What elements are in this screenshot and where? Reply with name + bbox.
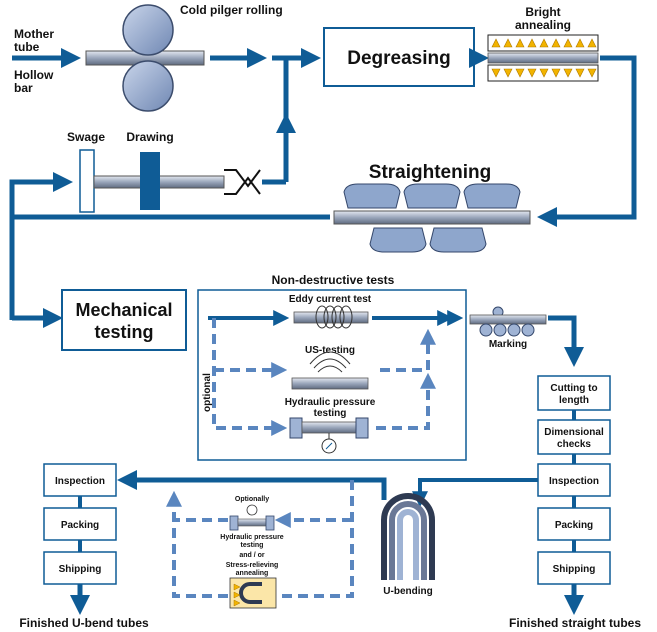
cold-pilger-label: Cold pilger rolling xyxy=(180,3,283,17)
mechanical-label-1: Mechanical xyxy=(75,300,172,320)
optionally-label: Optionally xyxy=(235,496,269,503)
shipping-right-box xyxy=(537,551,611,585)
hydraulic-label-1: Hydraulic pressure xyxy=(285,397,376,408)
stress-relieving-furnace-icon xyxy=(229,577,277,609)
us-testing-icon xyxy=(291,351,369,390)
eddy-current-coil-icon xyxy=(293,305,369,329)
dimensional-label-1: Dimensional xyxy=(544,427,604,438)
packing-right-box xyxy=(537,507,611,541)
hydraulic-label-2: testing xyxy=(314,408,347,419)
marking-label: Marking xyxy=(489,339,527,350)
drawing-label: Drawing xyxy=(126,130,173,144)
straightening-label: Straightening xyxy=(369,162,491,183)
cutting-label-1: Cutting to xyxy=(550,383,597,394)
bright-annealing-label-1: Bright xyxy=(525,5,560,19)
swage-label: Swage xyxy=(67,130,105,144)
shipping-left-label: Shipping xyxy=(59,564,102,575)
annealing-to-straightening-arrow xyxy=(537,55,637,227)
finished-ubend-label: Finished U-bend tubes xyxy=(19,616,149,630)
cutting-box xyxy=(537,375,611,411)
u-bend-tubes-icon xyxy=(381,493,435,580)
packing-left-box xyxy=(43,507,117,541)
mechanical-label-2: testing xyxy=(94,322,153,342)
stress-label-1: Stress-relieving xyxy=(226,562,279,569)
hollow-bar-label-2: bar xyxy=(14,81,33,95)
inspection-left-box xyxy=(43,463,117,497)
hydraulic-test-icon xyxy=(289,417,369,454)
inspection-right-box xyxy=(537,463,611,497)
cutting-label-2: length xyxy=(559,395,589,406)
dimensional-label-2: checks xyxy=(557,439,591,450)
us-testing-label: US-testing xyxy=(305,345,355,356)
and-or-label: and / or xyxy=(239,552,265,559)
straightening-rolls-icon xyxy=(333,183,531,253)
pilger-rolls-icon xyxy=(85,4,205,112)
eddy-label: Eddy current test xyxy=(289,294,372,305)
annealing-furnace-icon xyxy=(487,34,599,82)
bright-annealing-label-2: annealing xyxy=(515,18,571,32)
mechanical-testing-box xyxy=(61,289,187,351)
hollow-bar-label: Hollow xyxy=(14,68,54,82)
inspection-left-label: Inspection xyxy=(55,476,105,487)
packing-right-label: Packing xyxy=(555,520,593,531)
optional-tests-dashed-paths xyxy=(212,318,436,436)
to-swage-arrow xyxy=(9,172,73,320)
stress-label-2: annealing xyxy=(236,570,269,577)
u-bending-label: U-bending xyxy=(383,586,432,597)
small-hydraulic-test-icon xyxy=(229,504,275,531)
shipping-right-label: Shipping xyxy=(553,564,596,575)
finished-straight-label: Finished straight tubes xyxy=(509,616,641,630)
mother-tube-label-2: tube xyxy=(14,40,40,54)
inspection-right-label: Inspection xyxy=(549,476,599,487)
mother-tube-label: Mother xyxy=(14,27,54,41)
hyd-small-label-1: Hydraulic pressure xyxy=(220,534,284,541)
marking-to-cutting-arrow xyxy=(548,315,584,367)
hyd-small-label-2: testing xyxy=(241,542,264,549)
ndt-title: Non-destructive tests xyxy=(272,273,395,287)
marking-icon xyxy=(469,306,547,337)
degreasing-label: Degreasing xyxy=(347,48,450,69)
degreasing-box xyxy=(323,27,475,87)
packing-left-label: Packing xyxy=(61,520,99,531)
optional-label: optional xyxy=(202,373,213,412)
inspection-to-ubending-arrow xyxy=(412,478,538,508)
ubend-optional-dashed-paths xyxy=(166,480,354,598)
drawing-die-icon xyxy=(79,149,261,213)
ubending-to-inspection-left-arrow xyxy=(117,470,387,500)
